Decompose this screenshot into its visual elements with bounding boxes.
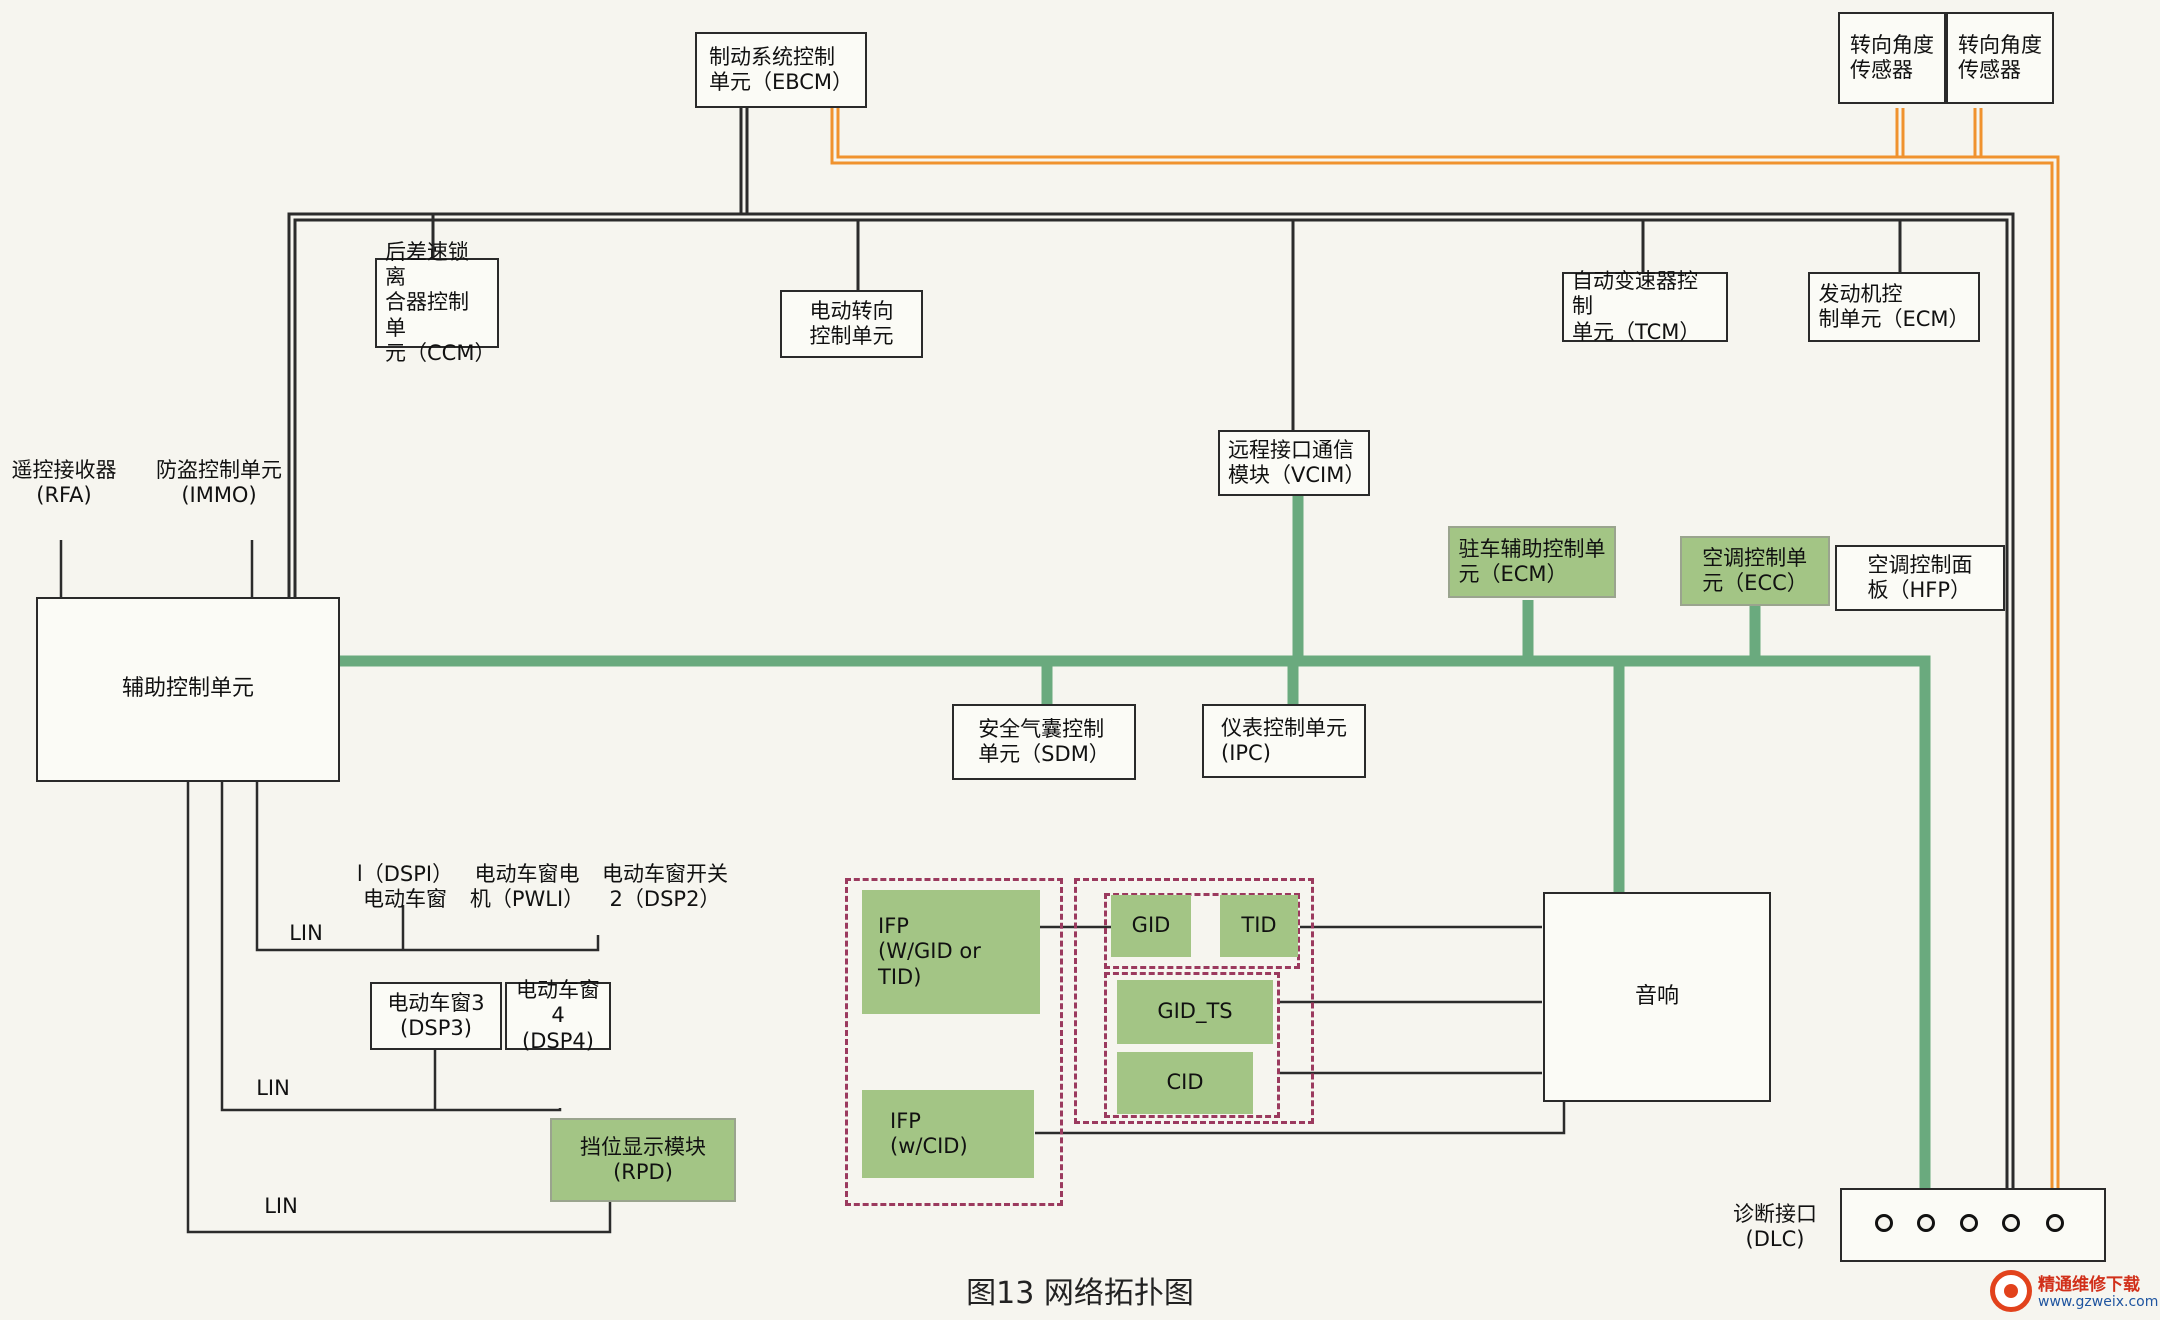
watermark-logo-icon <box>1990 1270 2032 1312</box>
dsp2-label: 电动车窗开关 2（DSP2） <box>602 862 728 912</box>
gidts-cid-dashed-group <box>1104 972 1280 1118</box>
ifp-dashed-group <box>845 878 1063 1206</box>
ecc-module: 空调控制单 元（ECC） <box>1680 536 1830 606</box>
dlc-pin-1 <box>1875 1214 1893 1232</box>
ebcm-module: 制动系统控制 单元（EBCM） <box>695 32 867 108</box>
lin-label-3: LIN <box>264 1194 298 1218</box>
rpd-module: 挡位显示模块 (RPD) <box>550 1118 736 1202</box>
ifp-cid-module: IFP (w/CID) <box>862 1090 1034 1178</box>
lin-label-1: LIN <box>289 921 323 945</box>
high-speed-bus <box>287 108 2015 1220</box>
watermark-title: 精通维修下载 <box>2038 1275 2140 1295</box>
ecm-module: 发动机控 制单元（ECM） <box>1808 272 1980 342</box>
dsp3-module: 电动车窗3 (DSP3) <box>370 982 502 1050</box>
vcim-module: 远程接口通信 模块（VCIM） <box>1218 430 1370 496</box>
tcm-module: 自动变速器控制 单元（TCM） <box>1562 269 1728 344</box>
dlc-pin-3 <box>1960 1214 1978 1232</box>
sdm-module: 安全气囊控制 单元（SDM） <box>952 704 1136 780</box>
park-assist-module: 驻车辅助控制单 元（ECM） <box>1448 526 1616 598</box>
steering-angle-sensor-2: 转向角度 传感器 <box>1946 12 2054 104</box>
tid-module: TID <box>1220 895 1298 957</box>
pwli-label: 电动车窗电 机（PWLI） <box>469 862 585 912</box>
hfp-module: 空调控制面 板（HFP） <box>1835 545 2005 611</box>
dlc-pin-5 <box>2046 1214 2064 1232</box>
ifp-gid-tid-module: IFP (W/GID or TID) <box>862 890 1040 1014</box>
dlc-pin-2 <box>1917 1214 1935 1232</box>
ccm-module: 后差速锁离 合器控制单 元（CCM） <box>375 240 499 365</box>
low-speed-bus <box>337 495 1931 1222</box>
immo-label: 防盗控制单元 (IMMO) <box>156 458 282 508</box>
bcm-module: 辅助控制单元 <box>36 597 340 782</box>
site-watermark: 精通维修下载 www.gzweix.com <box>1990 1266 2159 1316</box>
dsp4-module: 电动车窗4 (DSP4) <box>505 978 611 1053</box>
cid-module: CID <box>1117 1052 1253 1114</box>
gid-tid-dashed-group <box>1104 893 1300 969</box>
steering-angle-sensor-1: 转向角度 传感器 <box>1838 12 1946 104</box>
chassis-bus <box>830 108 2060 1220</box>
display-dashed-group <box>1074 878 1314 1124</box>
ipc-module: 仪表控制单元 (IPC) <box>1202 704 1366 778</box>
lin-label-2: LIN <box>256 1076 290 1100</box>
dlc-pin-4 <box>2002 1214 2020 1232</box>
eps-module: 电动转向 控制单元 <box>780 290 923 358</box>
dlc-label: 诊断接口 (DLC) <box>1733 1202 1817 1252</box>
gid-module: GID <box>1111 895 1191 957</box>
watermark-url: www.gzweix.com <box>2038 1294 2159 1310</box>
audio-module: 音响 <box>1543 892 1771 1102</box>
rfa-label: 遥控接收器 (RFA) <box>11 458 117 508</box>
figure-caption: 图13 网络拓扑图 <box>966 1276 1194 1311</box>
gidts-module: GID_TS <box>1117 980 1273 1044</box>
lin-wires <box>59 540 1566 1234</box>
dspi-label: l（DSPI） 电动车窗 <box>356 862 454 912</box>
